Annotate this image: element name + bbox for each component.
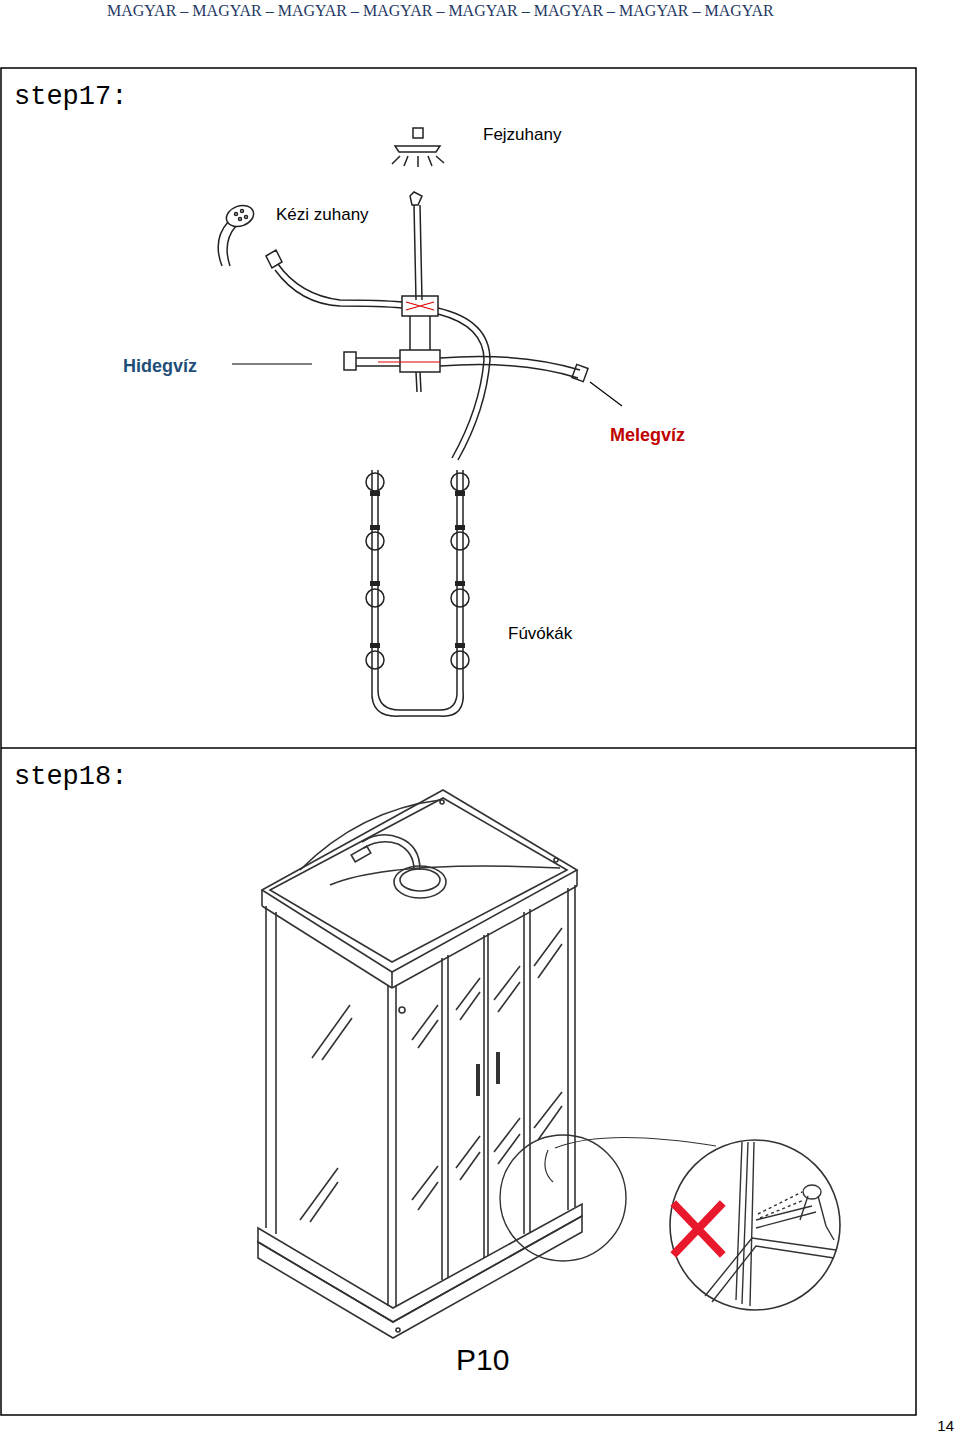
page-header: MAGYAR – MAGYAR – MAGYAR – MAGYAR – MAGY… — [107, 2, 774, 20]
part-label: Fúvókák — [508, 624, 572, 644]
step-heading: step17: — [14, 82, 127, 112]
page-number: 14 — [937, 1417, 954, 1434]
part-label: Fejzuhany — [483, 125, 561, 145]
figure-number: P10 — [456, 1343, 509, 1377]
cold-water-label: Hidegvíz — [123, 356, 197, 377]
part-label: Kézi zuhany — [276, 205, 369, 225]
hot-water-label: Melegvíz — [610, 425, 685, 446]
step-heading: step18: — [14, 762, 127, 792]
